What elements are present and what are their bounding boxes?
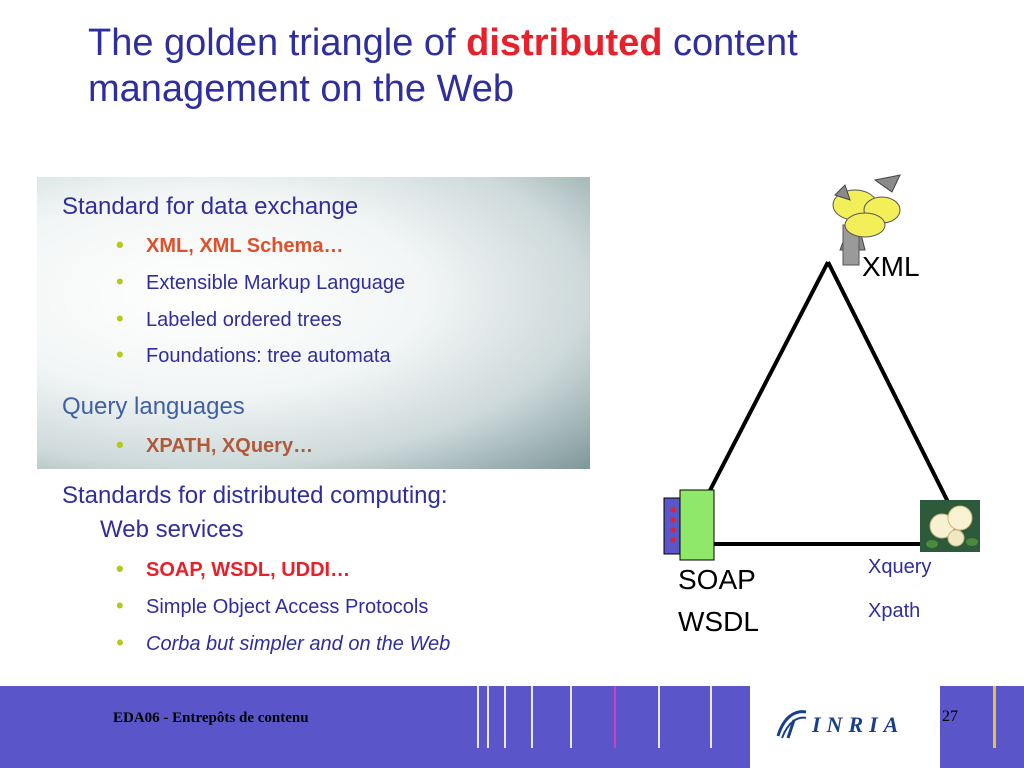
tree-icon [832,174,901,266]
heading-data-exchange: Standard for data exchange [62,193,359,220]
label-wsdl: WSDL [678,606,759,637]
bullet-labeled-trees: Labeled ordered trees [116,307,342,332]
slide-footer: EDA06 - Entrepôts de contenu INRIA 27 [0,686,1024,768]
bullet-tree-automata: Foundations: tree automata [116,343,391,368]
server-icon [663,489,715,561]
heading-web-services: Web services [100,516,244,543]
inria-emblem-icon [776,710,807,739]
heading-distributed-computing: Standards for distributed computing: [62,482,448,509]
title-highlight: distributed [466,22,663,64]
footer-course-title: EDA06 - Entrepôts de contenu [113,710,309,726]
footer-divider [487,686,489,748]
footer-accent-bar [993,686,996,748]
page-number: 27 [942,708,958,725]
label-xpath: Xpath [868,600,921,622]
bullet-xpath-xquery: XPATH, XQuery… [116,433,313,458]
slide-title: The golden triangle of distributed conte… [88,20,988,112]
bullet-simple-object-access: Simple Object Access Protocols [116,594,428,619]
footer-divider [570,686,572,748]
title-part-2: content management on the Web [88,22,798,110]
triangle-shape [703,261,954,546]
label-soap: SOAP [678,564,756,595]
heading-query-languages: Query languages [62,393,245,420]
roses-icon [920,500,980,552]
label-xml: XML [862,251,920,282]
inria-logo: INRIA [750,686,940,768]
bullet-soap-wsdl-uddi: SOAP, WSDL, UDDI… [116,557,350,582]
golden-triangle-diagram [663,174,980,561]
footer-divider [531,686,533,748]
bullet-xml-schema: XML, XML Schema… [116,233,344,258]
label-xquery: Xquery [868,556,932,578]
footer-divider [658,686,660,748]
inria-logo-text: INRIA [812,712,905,737]
footer-divider [477,686,479,748]
footer-divider [710,686,712,748]
bullet-extensible-markup: Extensible Markup Language [116,270,405,295]
footer-divider [504,686,506,748]
footer-divider [614,686,616,748]
bullet-corba: Corba but simpler and on the Web [116,631,450,656]
title-part-1: The golden triangle of [88,22,467,64]
